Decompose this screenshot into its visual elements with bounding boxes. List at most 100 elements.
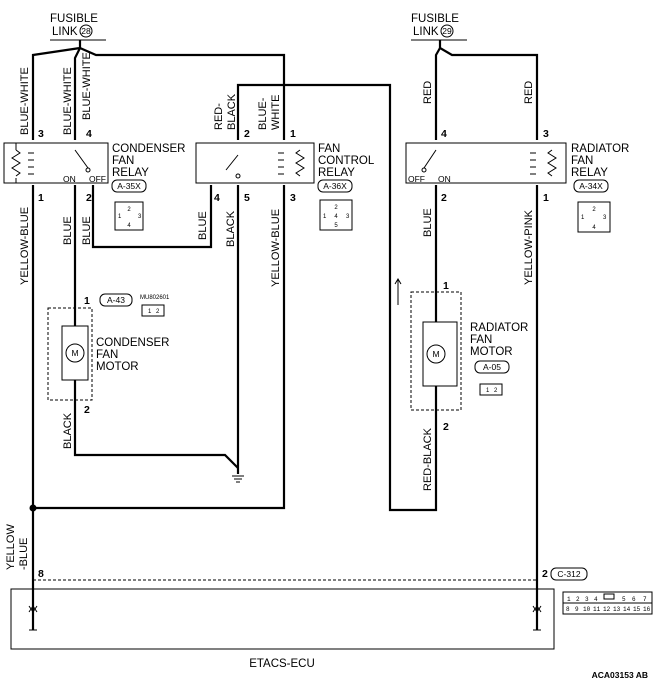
fan-control-relay-title1: FAN (318, 143, 340, 155)
label-blue-white-3: BLUE-WHITE (81, 52, 93, 120)
fusible-link-29-number: 29 (442, 26, 452, 36)
condenser-relay-off: OFF (89, 174, 106, 184)
ecu-box (10, 588, 555, 650)
radiator-relay-connector-badge (573, 179, 609, 193)
conn-pin: 11 (593, 606, 601, 613)
condenser-relay-switch (74, 149, 89, 169)
condenser-relay-core (28, 152, 34, 175)
wire-fl28-left (31, 40, 82, 140)
radiator-fan-relay: 4 3 2 1 OFF ON RADIATOR FAN RELAY A-34X … (405, 128, 629, 233)
radiator-relay-pin2: 2 (441, 192, 447, 204)
label-red-black-2: BLACK (226, 93, 238, 130)
label-blue-white-split-1: BLUE- (257, 97, 269, 130)
conn-pin: 14 (623, 606, 631, 613)
condenser-motor-pin2: 2 (84, 404, 90, 416)
condenser-motor-connector-badge (99, 293, 133, 307)
condenser-relay-connector-id: A-35X (117, 181, 141, 191)
conn-pin: 1 (118, 214, 122, 220)
radiator-relay-coil (547, 149, 557, 177)
fan-control-relay-core (278, 152, 284, 175)
conn-pin: 7 (643, 596, 647, 603)
condenser-relay-connector-shape (114, 201, 144, 231)
condenser-relay-title2: FAN (112, 155, 134, 167)
fan-control-relay-pin1: 1 (290, 128, 296, 140)
conn-pin: 1 (323, 214, 327, 220)
fusible-link-29-label1: FUSIBLE (411, 13, 459, 25)
fan-control-relay-pin4: 4 (214, 192, 220, 204)
fan-control-relay-pin3: 3 (290, 192, 296, 204)
radiator-relay-off: OFF (408, 174, 425, 184)
conn-pin: 2 (576, 596, 580, 603)
label-blue-4: BLUE (422, 208, 434, 237)
conn-pin: 4 (592, 225, 596, 231)
wire-black-motor (73, 400, 239, 469)
fusible-link-29: FUSIBLE LINK 29 (411, 13, 467, 41)
condenser-fan-motor: M 1 2 A-43 MU802601 1 2 CONDENSER FAN MO… (47, 293, 170, 416)
condenser-motor-part-no: MU802601 (140, 295, 170, 301)
label-blue-white-split-2: WHITE (270, 95, 282, 130)
condenser-relay-pin4: 4 (86, 128, 92, 140)
condenser-relay-pin2: 2 (86, 192, 92, 204)
radiator-motor-pin1: 1 (443, 280, 449, 292)
radiator-relay-connector-shape (577, 201, 611, 233)
radiator-relay-switch (423, 149, 437, 169)
conn-pin: 4 (334, 214, 338, 220)
condenser-relay-connector-badge (111, 179, 147, 193)
conn-pin: 3 (585, 596, 589, 603)
fan-control-relay-connector-id: A-36X (323, 181, 347, 191)
condenser-motor-dashed-box (47, 307, 93, 401)
conn-pin: 2 (156, 309, 160, 315)
radiator-relay-box (405, 142, 567, 184)
flow-arrowhead (394, 278, 402, 285)
fusible-link-28-label1: FUSIBLE (50, 13, 98, 25)
label-red-black: RED-BLACK (422, 427, 434, 491)
conn-pin: 13 (613, 606, 621, 613)
conn-pin: 1 (581, 215, 585, 221)
fan-control-relay-pin2: 2 (244, 128, 250, 140)
motor-m-glyph: M (432, 349, 439, 359)
ecu-pin2: 2 (542, 568, 548, 580)
ecu-conn-key (603, 593, 615, 600)
fusible-link-28-number: 28 (81, 26, 91, 36)
wire-red-black (236, 83, 438, 512)
ecu-terminal-left (28, 605, 38, 613)
fan-control-relay-pin5: 5 (244, 192, 250, 204)
fusible-link-28-label2: LINK (52, 26, 78, 38)
conn-pin: 2 (592, 207, 596, 213)
radiator-relay-pin4: 4 (441, 128, 447, 140)
fan-control-relay-coil (295, 149, 305, 177)
conn-pin: 5 (334, 223, 338, 229)
radiator-relay-title3: RELAY (571, 167, 608, 179)
condenser-motor-pin1: 1 (84, 295, 90, 307)
radiator-motor-pin2: 2 (443, 421, 449, 433)
radiator-relay-on: ON (438, 174, 451, 184)
radiator-motor-connector-badge (474, 360, 510, 374)
ecu-name: ETACS-ECU (249, 658, 315, 670)
radiator-motor-title2: FAN (470, 334, 492, 346)
condenser-relay-coil (11, 149, 21, 177)
label-blue-2: BLUE (81, 216, 93, 245)
condenser-motor-connector-shape (141, 304, 165, 317)
label-blue-white-2: BLUE-WHITE (62, 67, 74, 135)
fusible-link-29-circle (440, 24, 454, 38)
fusible-link-28-circle (79, 24, 93, 38)
condenser-motor-connector-id: A-43 (107, 295, 125, 305)
wire-fl29-right (438, 40, 539, 140)
conn-pin: 2 (494, 388, 498, 394)
conn-pin: 8 (566, 606, 570, 613)
radiator-relay-title2: FAN (571, 155, 593, 167)
label-red-2: RED (523, 81, 535, 104)
radiator-relay-contact (421, 167, 427, 173)
conn-pin: 12 (603, 606, 611, 613)
fan-control-relay-switch (225, 154, 239, 171)
etacs-ecu: 8 2 C-312 ETACS-ECU 1 2 3 4 5 6 7 8 9 10… (10, 567, 653, 670)
conn-pin: 4 (594, 596, 598, 603)
label-yellow-blue-2: YELLOW-BLUE (270, 209, 282, 287)
wire-fl28-right (79, 46, 286, 140)
condenser-relay-contact (85, 167, 91, 173)
radiator-relay-connector-id: A-34X (579, 181, 603, 191)
conn-pin: 15 (633, 606, 641, 613)
condenser-relay-pin3: 3 (38, 128, 44, 140)
